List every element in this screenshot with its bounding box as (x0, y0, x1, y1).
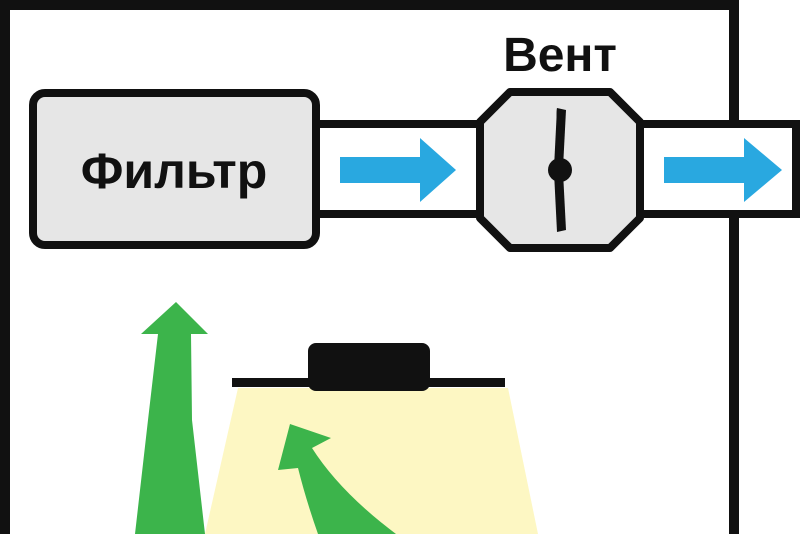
uplift-arrow-icon (135, 302, 208, 534)
enclosure-outline (0, 0, 739, 534)
airflow-arrow-icon (340, 138, 456, 202)
filter-box (29, 89, 320, 249)
airflow-arrow-icon (664, 138, 782, 202)
light-cone (205, 388, 538, 534)
fan-icon (548, 108, 572, 232)
lamp-bar (232, 378, 505, 387)
uplift-arrow-icon (278, 424, 396, 534)
filter-label: Фильтр (81, 143, 268, 199)
fan-label: Вент (503, 29, 617, 82)
